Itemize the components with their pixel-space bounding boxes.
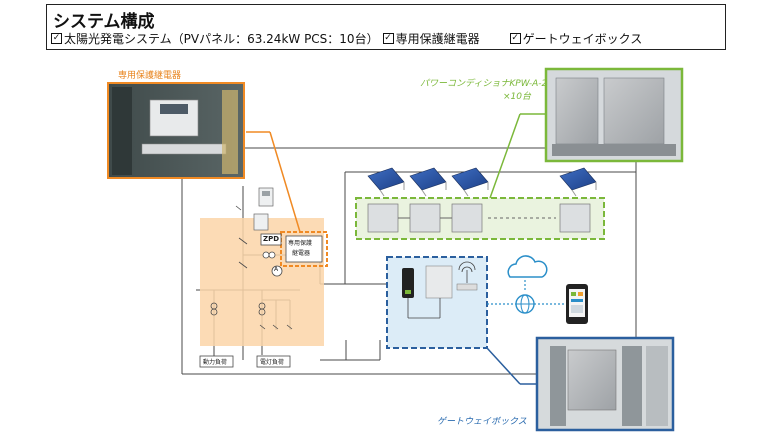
load-light-box [256,355,291,368]
ammeter-symbol [271,265,283,277]
check-icon: ✓ [51,33,62,44]
relay-box-label-line2: 継電器 [292,250,311,257]
load-power-box [199,355,234,368]
load-power-label: 動力負荷 [203,359,228,366]
cloud-icon [507,255,548,278]
checklist-item-relay: ✓専用保護継電器 [382,30,480,47]
page-title: システム構成 [53,12,155,32]
pv-panel [367,167,405,197]
load-light-label: 電灯負荷 [260,359,285,366]
check-icon: ✓ [509,33,521,44]
pv-panel [451,167,489,197]
pcs-unit [451,203,483,233]
header-box: システム構成 ✓太陽光発電システム（PVパネル：63.24kW PCS：10台）… [46,4,726,50]
checklist-item-pv: ✓太陽光発電システム（PVパネル：63.24kW PCS：10台） [51,30,379,47]
check-icon: ✓ [382,33,394,44]
pcs-unit [559,203,591,233]
breaker-symbols [210,205,293,330]
relay-unit [285,235,323,263]
hub-device [456,283,478,291]
smartphone-icon [566,284,588,324]
relay-dashed-box [280,231,328,267]
controller-device [425,265,453,299]
ammeter-label: A [274,266,279,273]
relay-photo-label: 専用保護継電器 [118,71,182,81]
meter-box [253,213,269,231]
checklist-label: 太陽光発電システム（PVパネル：63.24kW PCS：10台） [64,32,379,46]
pcs-label-line1: パワーコンディショナKPW-A-2 [420,79,548,89]
ct-symbol [268,251,276,259]
gateway-photo-label: ゲートウェイボックス [437,417,527,427]
checklist-label: ゲートウェイボックス [522,32,643,46]
header-checklist: ✓太陽光発電システム（PVパネル：63.24kW PCS：10台） ✓専用保護継… [51,30,646,47]
zpd-label: ZPD [263,235,280,243]
pv-panel [559,167,597,197]
pcs-unit [367,203,399,233]
pcs-unit [409,203,441,233]
checklist-item-gateway: ✓ゲートウェイボックス [509,30,643,47]
pcs-label-line2: ×10台 [503,92,531,102]
antenna-icon [458,261,476,283]
relay-box-label-line1: 専用保護 [288,240,313,247]
meter-box [258,187,274,207]
globe-icon [515,294,535,314]
checklist-label: 専用保護継電器 [395,32,480,46]
zpd-box [260,233,282,246]
pv-panel [409,167,447,197]
